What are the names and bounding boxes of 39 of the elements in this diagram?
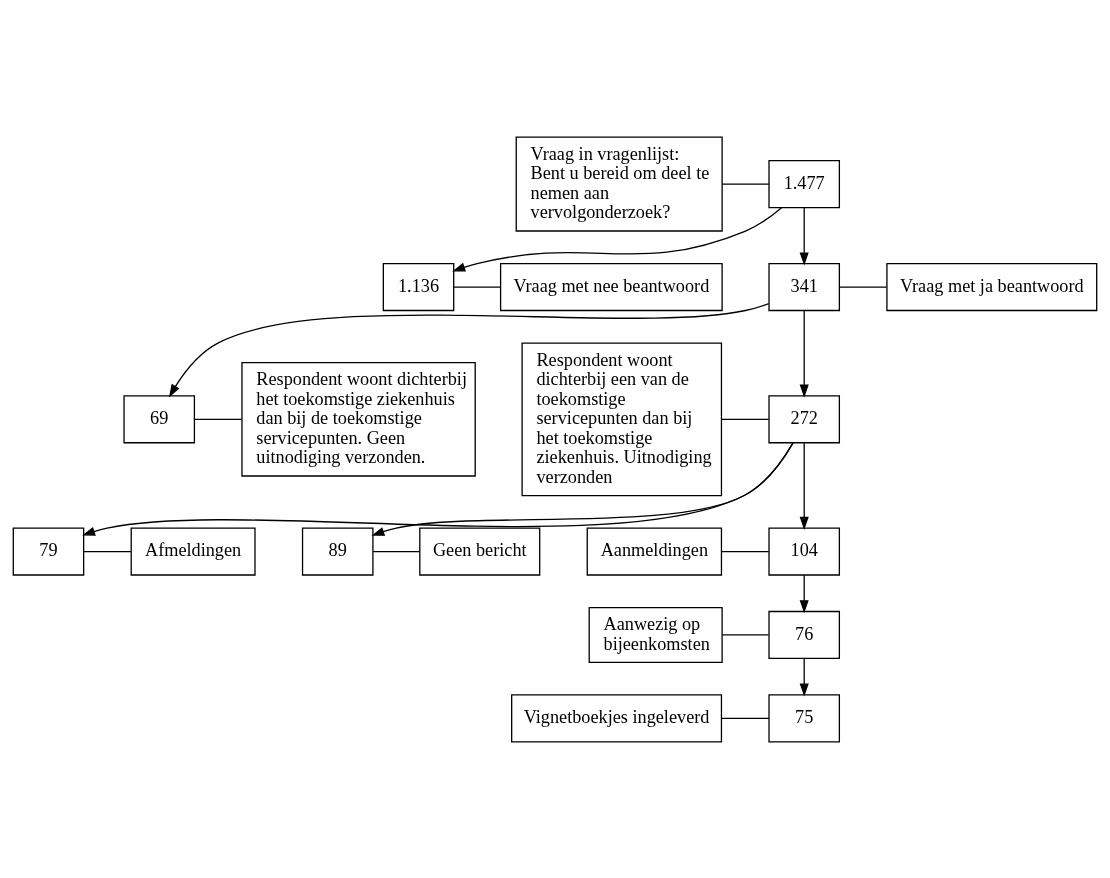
- node-box: 272: [768, 394, 840, 443]
- node-box: Respondent woont dichterbij een van de toekomstige servicepunten dan bij het toekomstige ziekenhuis. Uitnodiging verzonden: [521, 341, 723, 496]
- arrow: [799, 657, 809, 697]
- connector: [83, 550, 132, 552]
- connector: [372, 550, 421, 552]
- node-box: 1.136: [382, 262, 455, 311]
- node-box: 89: [301, 526, 374, 576]
- arrow: [799, 309, 809, 398]
- node-box: 1.477: [768, 159, 840, 208]
- arrow: [168, 302, 770, 397]
- node-box: 75: [768, 693, 840, 742]
- connector: [721, 182, 770, 185]
- connector: [721, 717, 770, 719]
- node-box: Afmeldingen: [130, 526, 256, 576]
- node-box: 69: [123, 394, 196, 443]
- arrow: [452, 206, 783, 271]
- arrow: [799, 574, 809, 613]
- arrow: [371, 441, 794, 536]
- node-box: 79: [12, 526, 85, 576]
- arrow: [799, 206, 809, 265]
- connector: [194, 418, 243, 420]
- connector: [453, 285, 501, 288]
- node-box: Vraag met nee beantwoord: [499, 262, 723, 311]
- node-box: Vraag in vragenlijst: Bent u bereid om deel te nemen aan vervolgonderzoek?: [515, 136, 723, 232]
- node-box: 76: [768, 610, 840, 659]
- node-box: Vignetboekjes ingeleverd: [511, 693, 723, 742]
- node-box: 341: [768, 262, 840, 311]
- connector: [839, 285, 888, 288]
- connector: [721, 633, 770, 636]
- connector: [721, 550, 770, 552]
- connector: [720, 418, 770, 420]
- arrow: [82, 441, 794, 536]
- arrow: [799, 442, 809, 530]
- node-box: Vraag met ja beantwoord: [886, 262, 1098, 311]
- node-box: Respondent woont dichterbij het toekomstige ziekenhuis dan bij de toekomstige servicepunten. Geen uitnodiging verzonden.: [241, 361, 476, 477]
- node-box: Aanwezig op bijeenkomsten: [588, 606, 723, 663]
- node-box: Geen bericht: [419, 526, 541, 576]
- node-box: Aanmeldingen: [586, 526, 723, 576]
- node-box: 104: [768, 526, 840, 576]
